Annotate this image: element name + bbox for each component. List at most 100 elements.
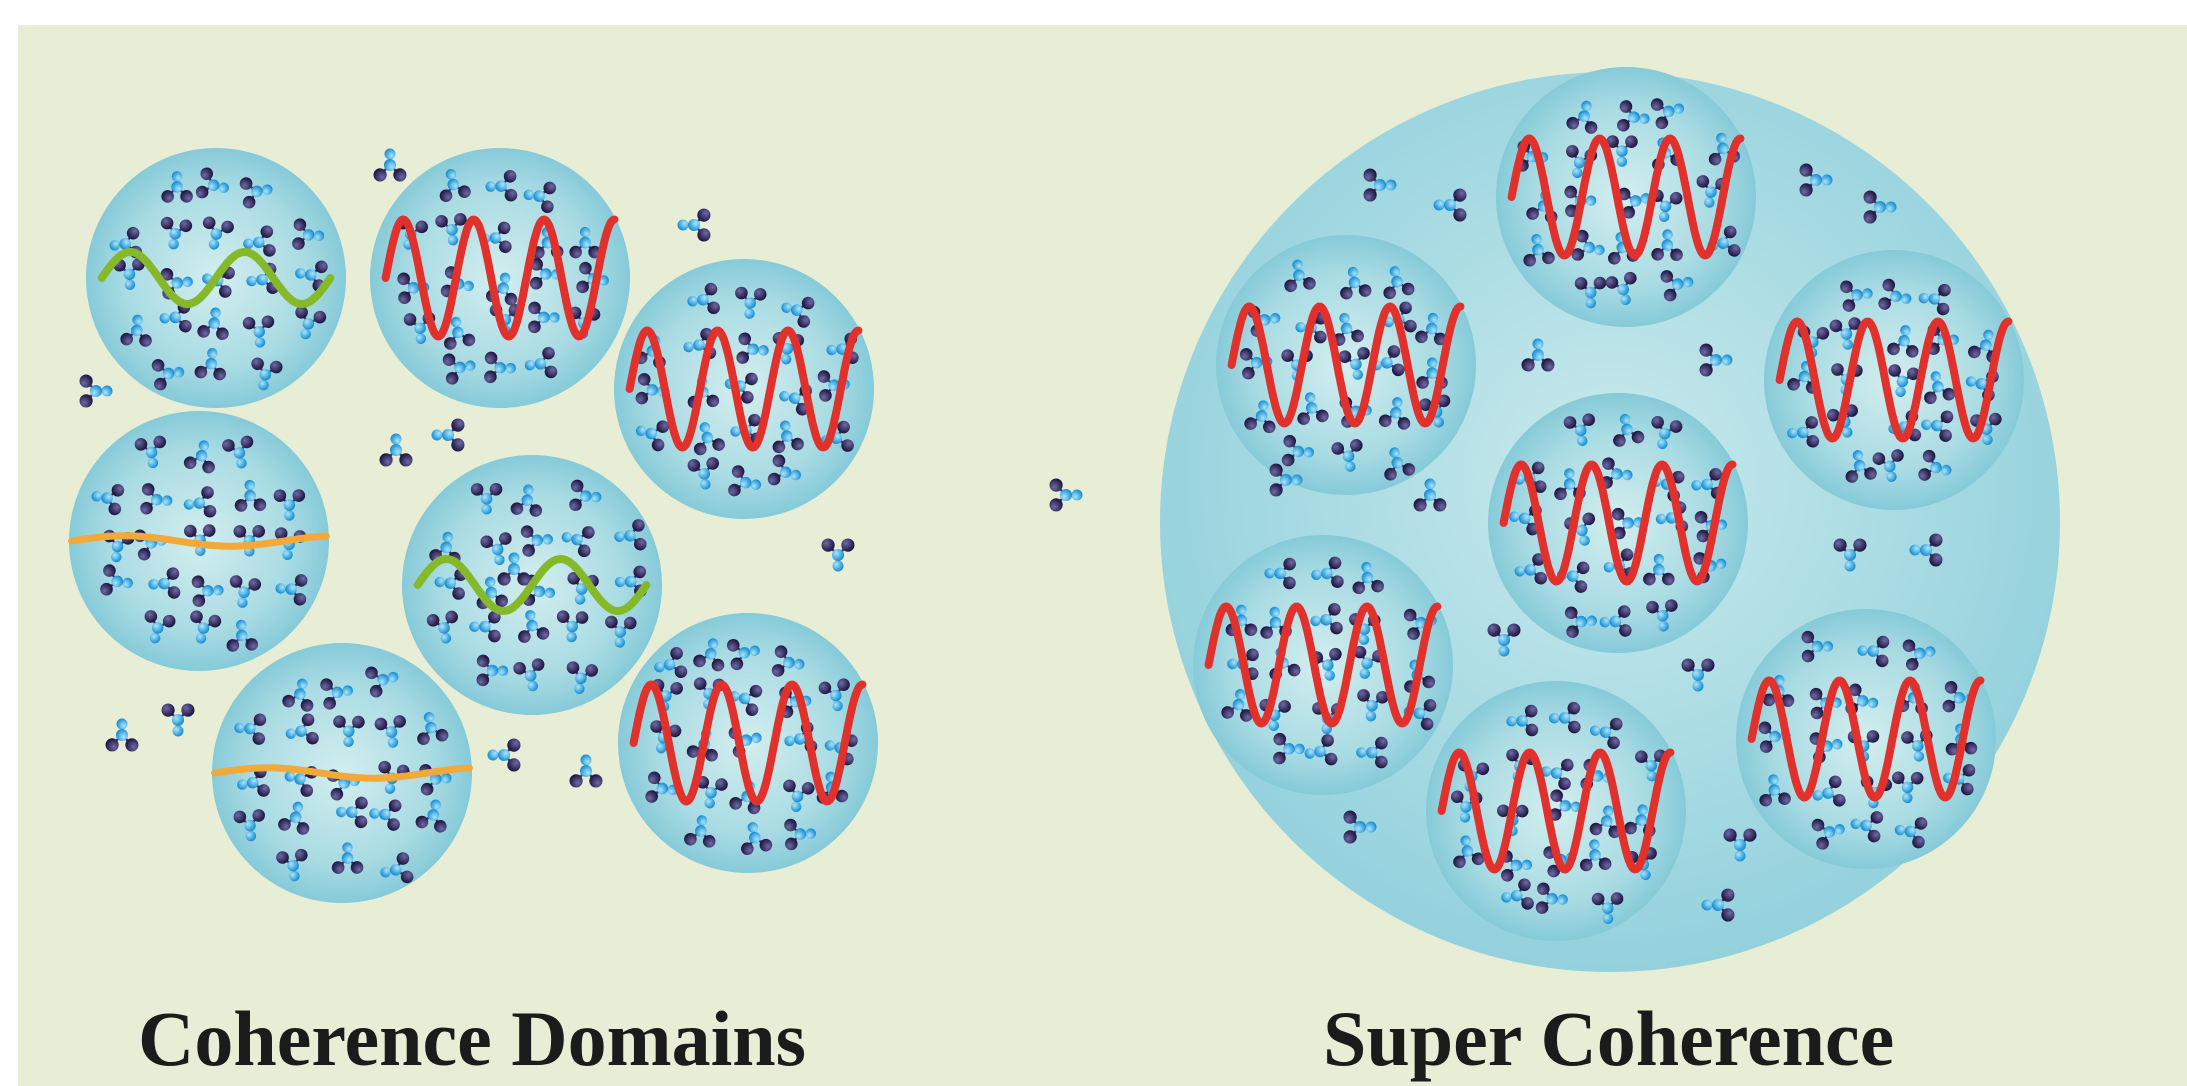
water-molecule-icon: [687, 282, 720, 315]
water-molecule-icon: [1660, 270, 1694, 302]
water-molecule-icon: [1049, 478, 1083, 512]
water-molecule-icon: [781, 296, 815, 328]
water-molecule-icon: [1878, 278, 1912, 310]
water-molecule-icon: [161, 703, 195, 737]
water-molecule-icon: [443, 316, 476, 350]
water-molecule-icon: [1651, 416, 1683, 450]
water-molecule-icon: [1921, 410, 1954, 442]
water-molecule-icon: [1574, 276, 1607, 309]
water-molecule-icon: [1857, 635, 1890, 668]
water-molecule-icon: [1605, 271, 1637, 305]
water-molecule-icon: [148, 567, 181, 599]
water-molecule-icon: [569, 479, 602, 512]
water-molecule-icon: [439, 168, 471, 203]
coherent-wave: [1775, 317, 2013, 443]
water-molecule-icon: [1523, 234, 1555, 267]
water-molecule-icon: [566, 661, 598, 695]
water-molecule-icon: [1244, 400, 1276, 434]
water-molecule-icon: [1799, 163, 1833, 197]
water-molecule-icon: [1787, 416, 1820, 448]
water-molecule-icon: [183, 440, 215, 474]
water-molecule-icon: [1548, 701, 1581, 734]
water-molecule-icon: [1635, 749, 1667, 782]
water-molecule-icon: [1304, 734, 1338, 766]
water-molecule-icon: [1811, 818, 1845, 850]
water-molecule-icon: [243, 225, 276, 257]
weak-wave: [68, 532, 330, 550]
water-molecule-icon: [105, 718, 139, 752]
coherence-domain: [1764, 250, 2024, 510]
water-molecule-icon: [373, 148, 407, 182]
water-molecule-icon: [336, 796, 368, 829]
water-molecule-icon: [1352, 561, 1384, 595]
water-molecule-icon: [567, 572, 599, 605]
water-molecule-icon: [1273, 732, 1305, 765]
water-molecule-icon: [1894, 817, 1928, 849]
water-molecule-icon: [1297, 392, 1329, 425]
water-molecule-icon: [1801, 630, 1834, 663]
water-molecule-icon: [1264, 557, 1296, 590]
water-molecule-icon: [1812, 775, 1846, 807]
water-molecule-icon: [1651, 229, 1683, 262]
water-molecule-icon: [1888, 364, 1920, 398]
water-molecule-icon: [282, 678, 314, 712]
water-molecule-icon: [1845, 450, 1877, 483]
coherence-domain: [1488, 393, 1748, 653]
water-molecule-icon: [222, 435, 254, 469]
water-molecule-icon: [513, 658, 545, 692]
water-molecule-icon: [485, 169, 518, 202]
water-molecule-icon: [510, 484, 543, 517]
caption-super-coherence: Super Coherence: [1323, 995, 1895, 1082]
water-molecule-icon: [79, 374, 113, 408]
water-molecule-icon: [1571, 229, 1605, 261]
water-molecule-icon: [520, 525, 554, 557]
water-molecule-icon: [1384, 447, 1416, 481]
water-molecule-icon: [1453, 835, 1485, 869]
water-molecule-icon: [369, 799, 402, 831]
water-molecule-icon: [379, 433, 413, 467]
water-molecule-icon: [1371, 345, 1405, 377]
water-molecule-icon: [415, 799, 447, 833]
water-molecule-icon: [195, 167, 230, 199]
water-molecule-icon: [693, 638, 725, 672]
water-molecule-icon: [772, 420, 804, 454]
water-molecule-icon: [100, 564, 133, 596]
water-molecule-icon: [726, 638, 760, 671]
water-molecule-icon: [151, 359, 185, 391]
water-molecule-icon: [1833, 538, 1867, 572]
water-molecule-icon: [1415, 312, 1447, 346]
water-molecule-icon: [696, 775, 728, 809]
water-molecule-icon: [380, 852, 414, 884]
water-molecule-icon: [1281, 434, 1315, 467]
water-molecule-icon: [1699, 343, 1733, 377]
water-molecule-icon: [523, 181, 557, 214]
water-molecule-icon: [487, 738, 521, 772]
illustration-panel: Coherence Domains Super Coherence: [18, 25, 2187, 1086]
coherent-wave: [625, 326, 863, 452]
water-molecule-icon: [1681, 658, 1715, 692]
water-molecule-icon: [134, 435, 167, 469]
water-molecule-icon: [684, 815, 716, 848]
water-molecule-icon: [687, 457, 719, 490]
water-molecule-icon: [1606, 135, 1638, 167]
water-molecule-icon: [417, 712, 449, 745]
water-molecule-icon: [1357, 689, 1389, 722]
water-molecule-icon: [614, 565, 647, 598]
water-molecule-icon: [693, 422, 725, 456]
water-molecule-icon: [1419, 394, 1451, 428]
water-molecule-icon: [729, 684, 763, 716]
water-molecule-icon: [735, 286, 767, 319]
water-molecule-icon: [1840, 280, 1873, 312]
water-molecule-icon: [1563, 413, 1596, 447]
water-molecule-icon: [435, 213, 467, 246]
water-molecule-icon: [320, 678, 353, 710]
water-molecule-icon: [528, 301, 560, 334]
water-molecule-icon: [556, 610, 589, 643]
water-molecule-icon: [1413, 478, 1447, 512]
caption-coherence-domains: Coherence Domains: [138, 995, 806, 1082]
water-molecule-icon: [480, 532, 512, 566]
water-molecule-icon: [374, 715, 406, 748]
water-molecule-icon: [331, 842, 364, 874]
water-molecule-icon: [1579, 839, 1612, 872]
water-molecule-icon: [426, 610, 459, 644]
